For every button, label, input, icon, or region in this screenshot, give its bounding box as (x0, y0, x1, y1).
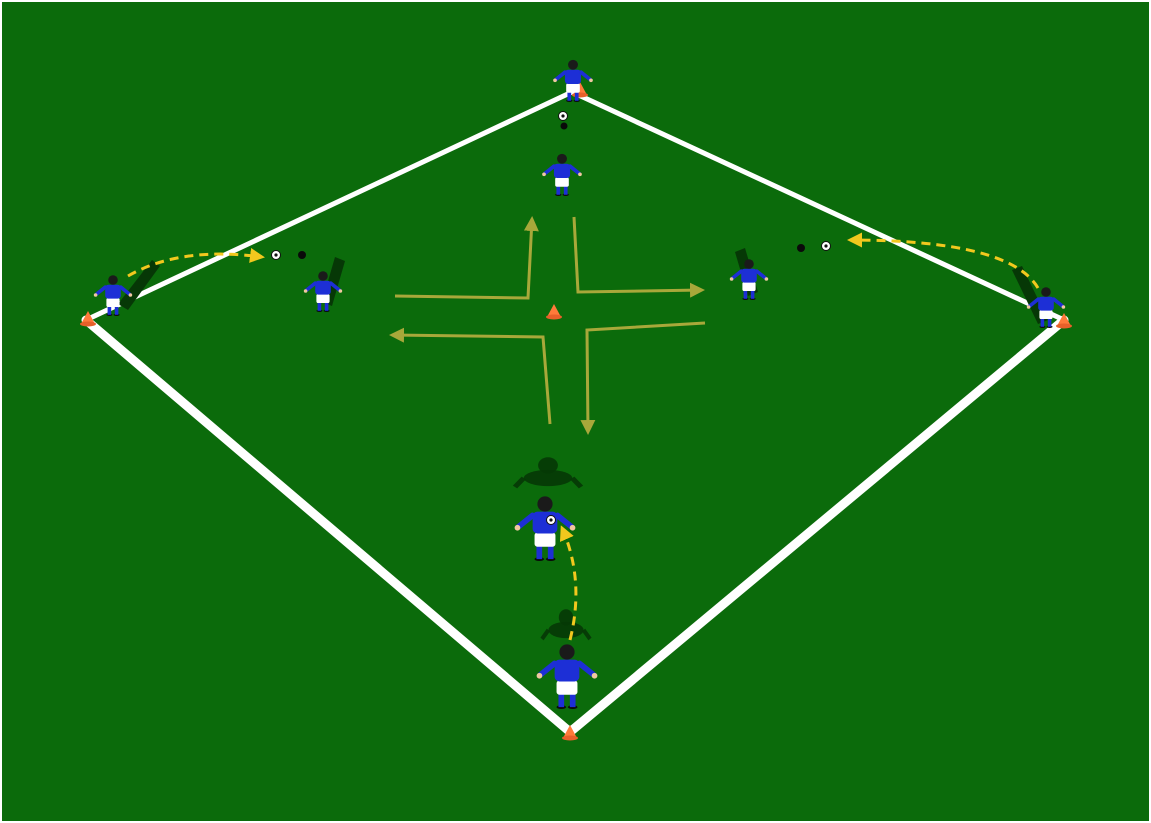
ball-left-shadow (298, 251, 306, 259)
ball-bottom (547, 516, 556, 525)
ball-top (559, 112, 568, 121)
ball-right-shadow (797, 244, 805, 252)
ball-right (822, 242, 831, 251)
ball-top-shadow (561, 123, 568, 130)
ball-left (272, 251, 281, 260)
